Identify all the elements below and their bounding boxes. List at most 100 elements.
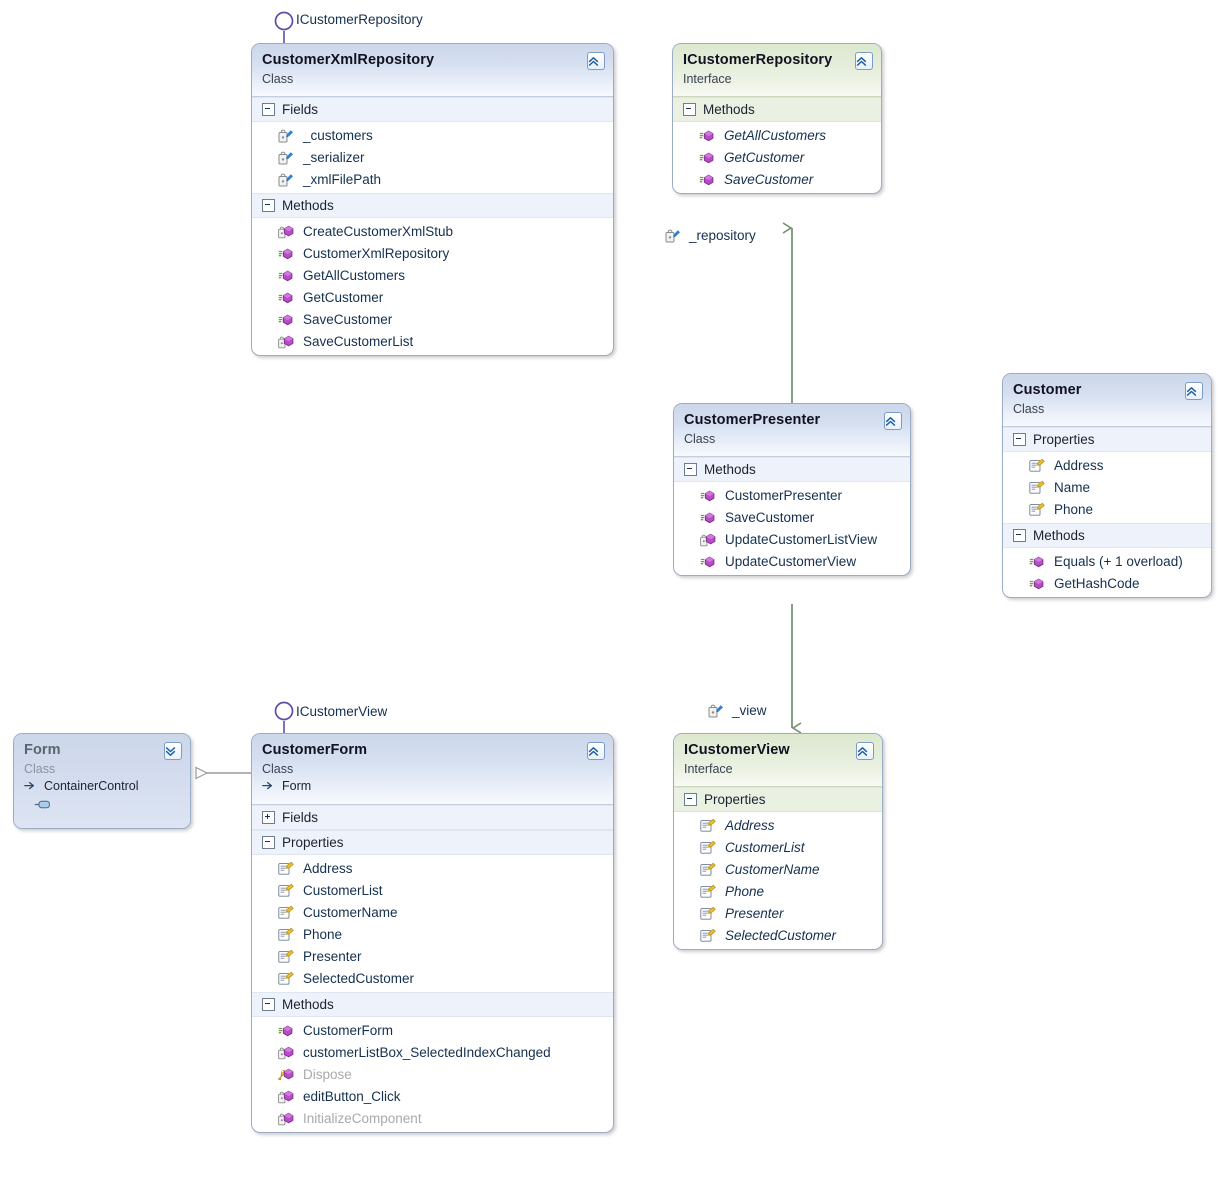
member-row[interactable]: CustomerPresenter [674,484,910,506]
method-public-icon [278,246,294,261]
member-label: _customers [303,127,373,143]
property-icon [278,971,294,986]
member-row[interactable]: _xmlFilePath [252,168,613,190]
member-row[interactable]: SaveCustomer [674,506,910,528]
member-row[interactable]: Presenter [252,945,613,967]
shape-expander-button[interactable] [1185,382,1203,400]
shape-expander-button[interactable] [164,742,182,760]
member-label: Address [1054,457,1104,473]
member-label: CustomerXmlRepository [303,245,450,261]
shape-expander-button[interactable] [884,412,902,430]
member-row[interactable]: GetCustomer [673,146,881,168]
member-row[interactable]: Name [1003,476,1211,498]
member-label: GetHashCode [1054,575,1140,591]
field-private-icon [278,150,294,165]
shape-expander-button[interactable] [855,52,873,70]
member-row[interactable]: SaveCustomer [673,168,881,190]
member-label: UpdateCustomerView [725,553,857,569]
method-public-icon [700,510,716,525]
member-row[interactable]: InitializeComponent [252,1107,613,1129]
section-header-fields[interactable]: Fields [252,97,613,122]
member-row[interactable]: GetHashCode [1003,572,1211,594]
member-row[interactable]: Equals (+ 1 overload) [1003,550,1211,572]
member-row[interactable]: editButton_Click [252,1085,613,1107]
member-row[interactable]: CustomerList [252,879,613,901]
member-row[interactable]: CreateCustomerXmlStub [252,220,613,242]
shape-expander-button[interactable] [587,52,605,70]
member-row[interactable]: GetCustomer [252,286,613,308]
section-header-methods[interactable]: Methods [252,992,613,1017]
member-label: Presenter [725,905,784,921]
shape-kind: Interface [684,762,733,776]
member-row[interactable]: Phone [252,923,613,945]
section-header-properties[interactable]: Properties [252,830,613,855]
method-public-icon [278,1023,294,1038]
member-row[interactable]: Address [1003,454,1211,476]
association-label-text: _repository [689,228,756,243]
member-label: InitializeComponent [303,1110,422,1126]
member-row[interactable]: SelectedCustomer [252,967,613,989]
member-label: Address [303,860,353,876]
member-row[interactable]: SaveCustomer [252,308,613,330]
member-label: CustomerList [725,839,805,855]
member-label: Address [725,817,775,833]
collapse-minus-icon[interactable] [1013,529,1026,542]
member-row[interactable]: UpdateCustomerListView [674,528,910,550]
inheritance-arrow-icon [262,779,278,794]
member-row[interactable]: GetAllCustomers [252,264,613,286]
member-row[interactable]: SelectedCustomer [674,924,882,946]
collapse-minus-icon[interactable] [262,836,275,849]
expand-plus-icon[interactable] [262,811,275,824]
member-row[interactable]: Address [674,814,882,836]
section-header-methods[interactable]: Methods [1003,523,1211,548]
method-public-icon [1029,576,1045,591]
member-row[interactable]: Presenter [674,902,882,924]
section-header-methods[interactable]: Methods [673,97,881,122]
collapse-minus-icon[interactable] [684,463,697,476]
section-header-methods[interactable]: Methods [674,457,910,482]
member-label: UpdateCustomerListView [725,531,878,547]
association-label-text: _view [732,703,767,718]
property-icon [278,927,294,942]
collapse-minus-icon[interactable] [262,199,275,212]
collapse-minus-icon[interactable] [262,998,275,1011]
member-row[interactable]: CustomerForm [252,1019,613,1041]
member-row[interactable]: GetAllCustomers [673,124,881,146]
lollipop-text: ICustomerRepository [296,12,423,27]
section-header-properties[interactable]: Properties [674,787,882,812]
member-row[interactable]: Phone [674,880,882,902]
member-row[interactable]: CustomerXmlRepository [252,242,613,264]
member-row[interactable]: SaveCustomerList [252,330,613,352]
member-row[interactable]: CustomerName [252,901,613,923]
member-row[interactable]: Address [252,857,613,879]
section-header-fields[interactable]: Fields [252,805,613,830]
member-row[interactable]: Dispose [252,1063,613,1085]
member-row[interactable]: Phone [1003,498,1211,520]
section-header-methods[interactable]: Methods [252,193,613,218]
collapse-minus-icon[interactable] [684,793,697,806]
collapse-minus-icon[interactable] [1013,433,1026,446]
member-row[interactable]: UpdateCustomerView [674,550,910,572]
shape-expander-button[interactable] [856,742,874,760]
shape-expander-button[interactable] [587,742,605,760]
section-header-properties[interactable]: Properties [1003,427,1211,452]
shape-title: ICustomerView [684,742,790,758]
member-row[interactable]: customerListBox_SelectedIndexChanged [252,1041,613,1063]
member-row[interactable]: _serializer [252,146,613,168]
member-row[interactable]: CustomerList [674,836,882,858]
collapse-minus-icon[interactable] [262,103,275,116]
member-row[interactable]: _customers [252,124,613,146]
member-row[interactable]: CustomerName [674,858,882,880]
collapse-minus-icon[interactable] [683,103,696,116]
field-private-icon [665,228,681,243]
